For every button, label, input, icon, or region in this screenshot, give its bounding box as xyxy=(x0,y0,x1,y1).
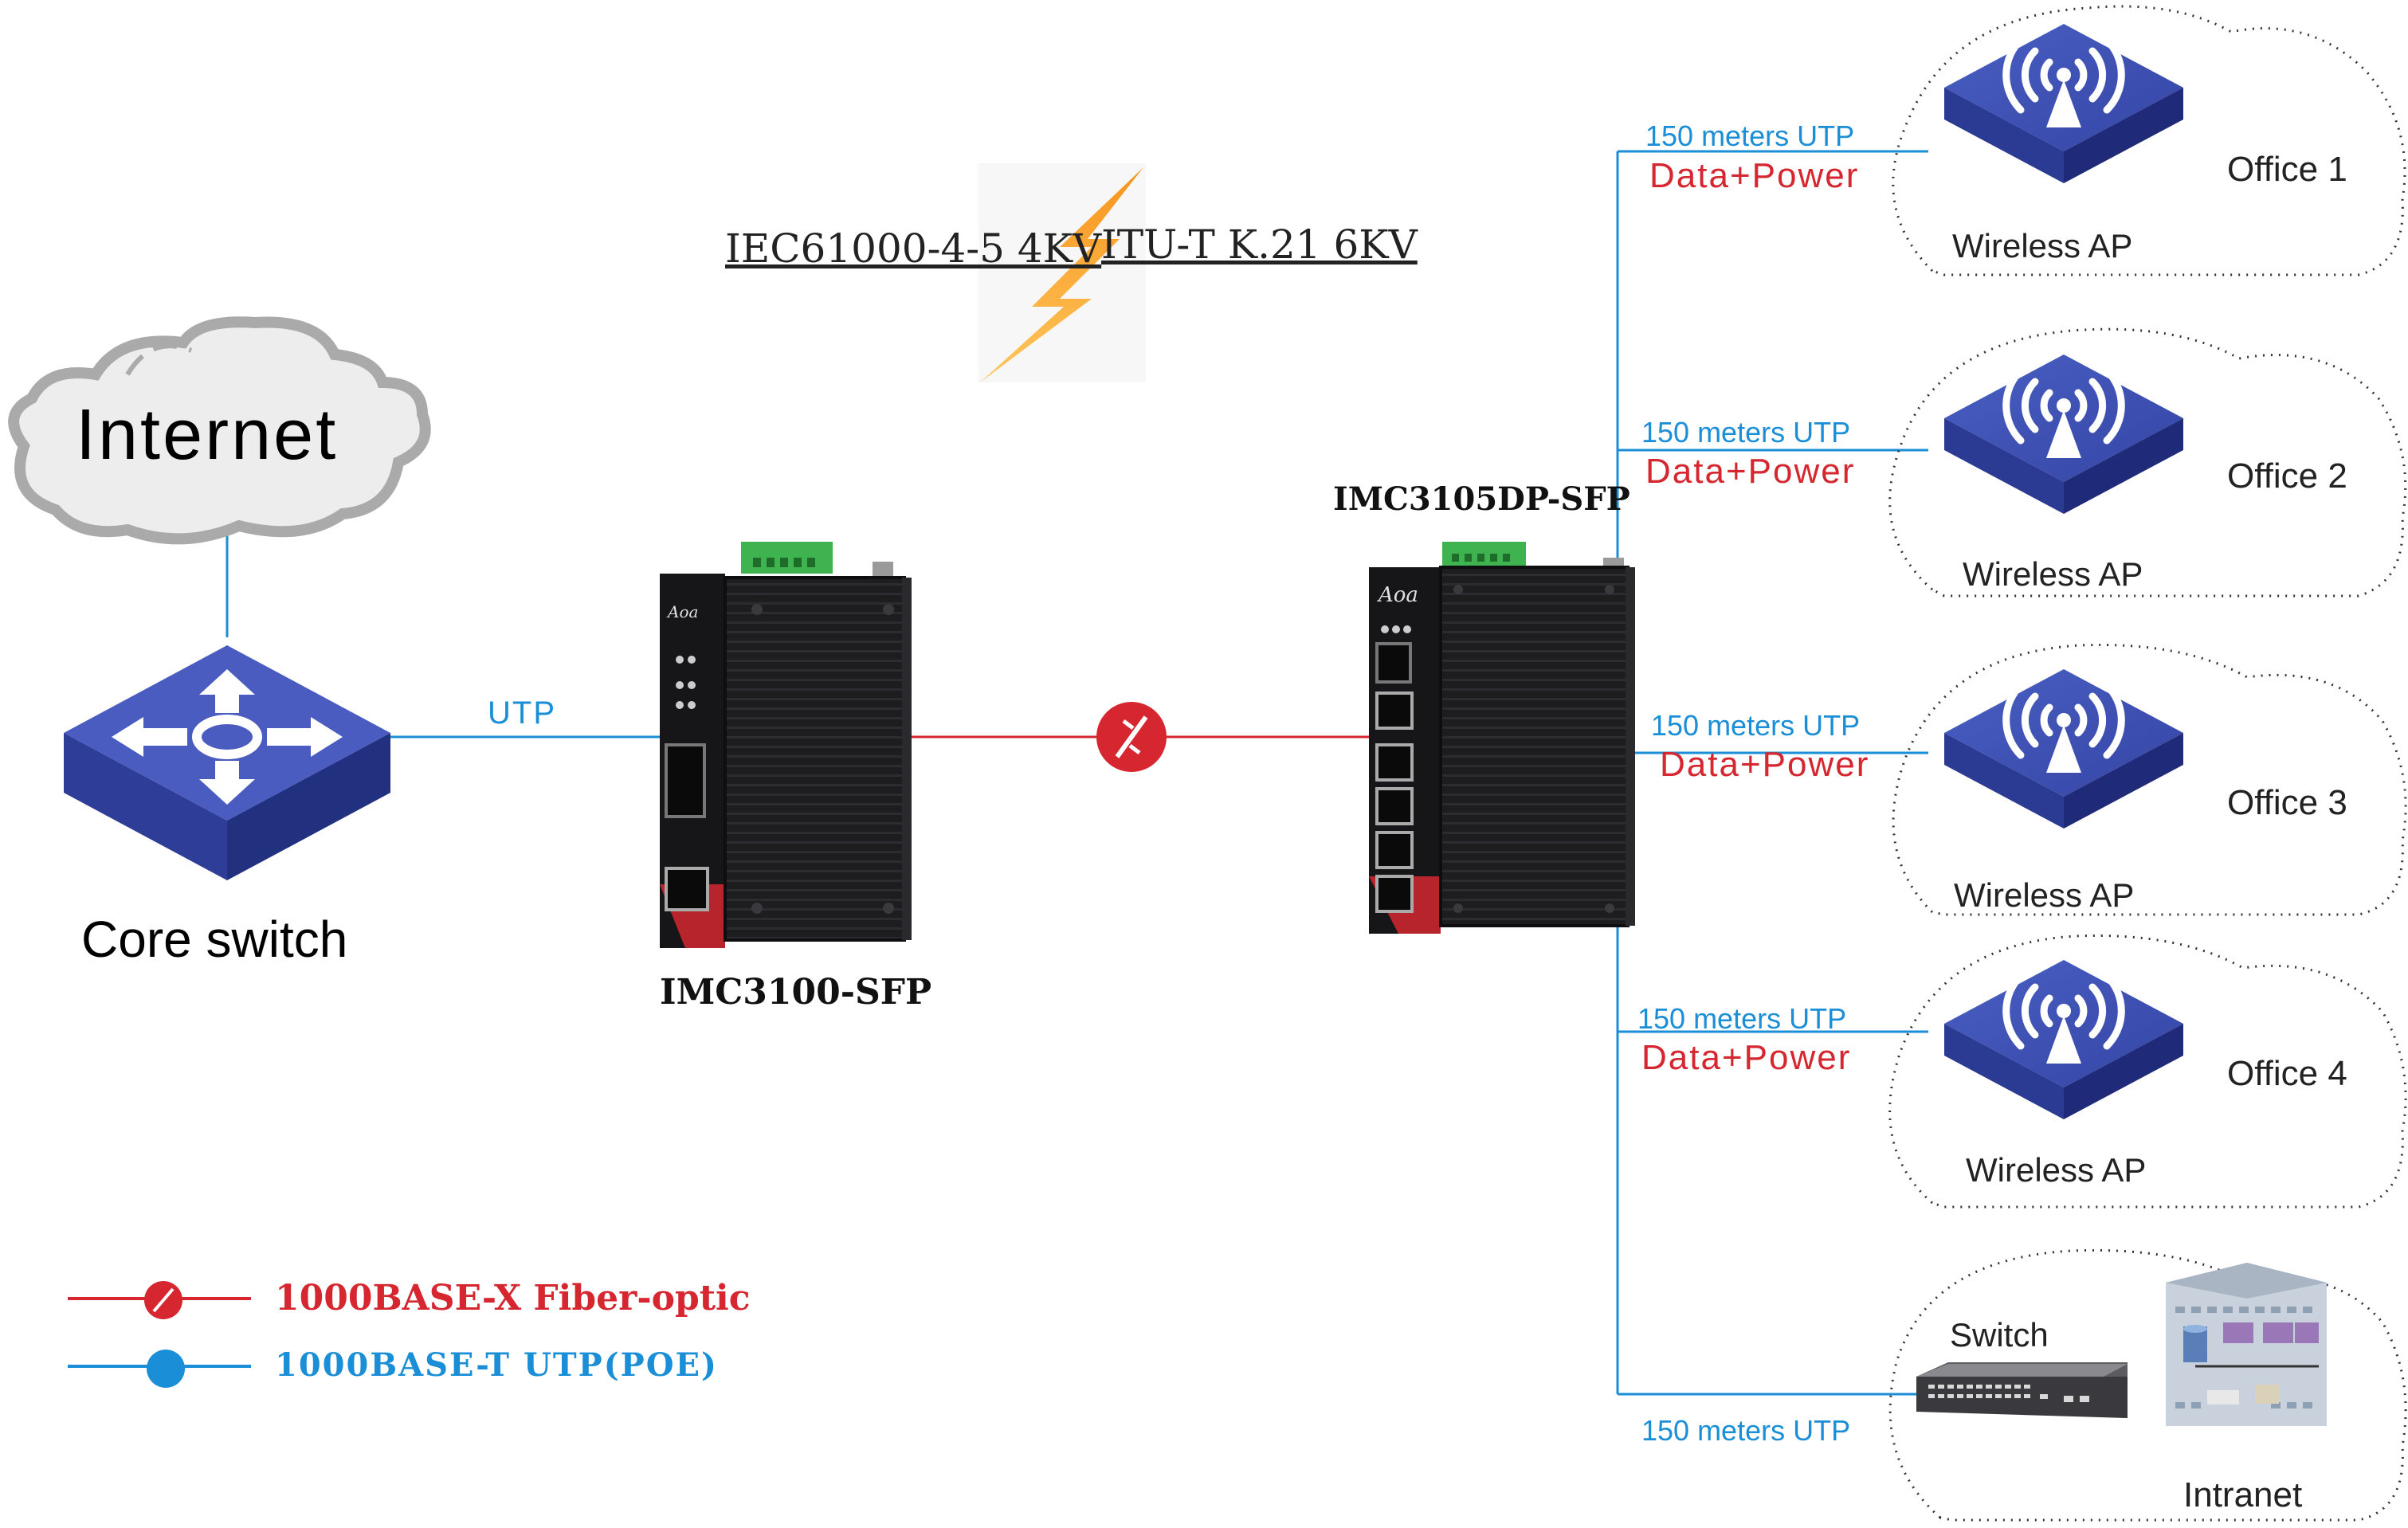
legend-fiber-icon-mark xyxy=(152,1287,175,1313)
media-converter-device xyxy=(660,542,912,948)
switch-icon xyxy=(1916,1362,2128,1418)
cloud-icon xyxy=(8,316,431,545)
itu-standard-label: ITU-T K.21 6KV xyxy=(1101,221,1418,268)
poe-switch-label: IMC3105DP-SFP xyxy=(1333,480,1630,518)
office-1-device-label: Wireless AP xyxy=(1952,227,2133,264)
office-3-name: Office 3 xyxy=(2227,783,2347,822)
office-4-device-label: Wireless AP xyxy=(1966,1151,2147,1189)
legend-utp-icon xyxy=(147,1350,185,1388)
media-converter-brand: Aoa xyxy=(666,602,698,621)
utp-label: UTP xyxy=(488,695,556,731)
office-1-payload-label: Data+Power xyxy=(1649,156,1860,195)
poe-switch-device xyxy=(1369,542,1635,934)
media-converter-label: IMC3100-SFP xyxy=(660,972,932,1013)
intranet-cable-label: 150 meters UTP xyxy=(1641,1414,1851,1447)
office-4-payload-label: Data+Power xyxy=(1641,1038,1852,1077)
wireless-ap-icon xyxy=(1944,24,2183,183)
wireless-ap-icon xyxy=(1944,669,2183,829)
legend-utp-label: 1000BASE-T UTP(POE) xyxy=(275,1346,718,1384)
poe-switch-brand: Aoa xyxy=(1377,583,1418,607)
iec-standard-label: IEC61000-4-5 4KV xyxy=(725,225,1102,272)
wireless-ap-icon xyxy=(1944,960,2183,1119)
intranet-name: Intranet xyxy=(2183,1475,2303,1514)
office-3-payload-label: Data+Power xyxy=(1660,745,1870,784)
office-2-cable-label: 150 meters UTP xyxy=(1641,416,1851,449)
office-4-name: Office 4 xyxy=(2227,1054,2347,1093)
intranet-switch-label: Switch xyxy=(1950,1316,2049,1354)
office-2-payload-label: Data+Power xyxy=(1645,452,1856,491)
building-icon xyxy=(2166,1263,2327,1426)
office-3-device-label: Wireless AP xyxy=(1954,876,2135,914)
office-1-cable-label: 150 meters UTP xyxy=(1645,119,1855,152)
office-2-name: Office 2 xyxy=(2227,456,2347,496)
fiber-connector-icon xyxy=(1096,702,1167,772)
router-arrows-icon xyxy=(64,645,390,880)
lightning-icon xyxy=(978,163,1146,382)
office-3-cloud xyxy=(1892,644,2407,916)
office-3-cable-label: 150 meters UTP xyxy=(1651,709,1861,742)
office-1-name: Office 1 xyxy=(2227,150,2347,189)
core-switch-label: Core switch xyxy=(81,911,348,968)
internet-label: Internet xyxy=(76,395,339,475)
legend-fiber-label: 1000BASE-X Fiber-optic xyxy=(275,1278,751,1318)
office-4-cloud xyxy=(1888,934,2407,1209)
office-2-device-label: Wireless AP xyxy=(1963,555,2143,593)
office-4-cable-label: 150 meters UTP xyxy=(1637,1002,1847,1035)
wireless-ap-icon xyxy=(1944,355,2183,514)
